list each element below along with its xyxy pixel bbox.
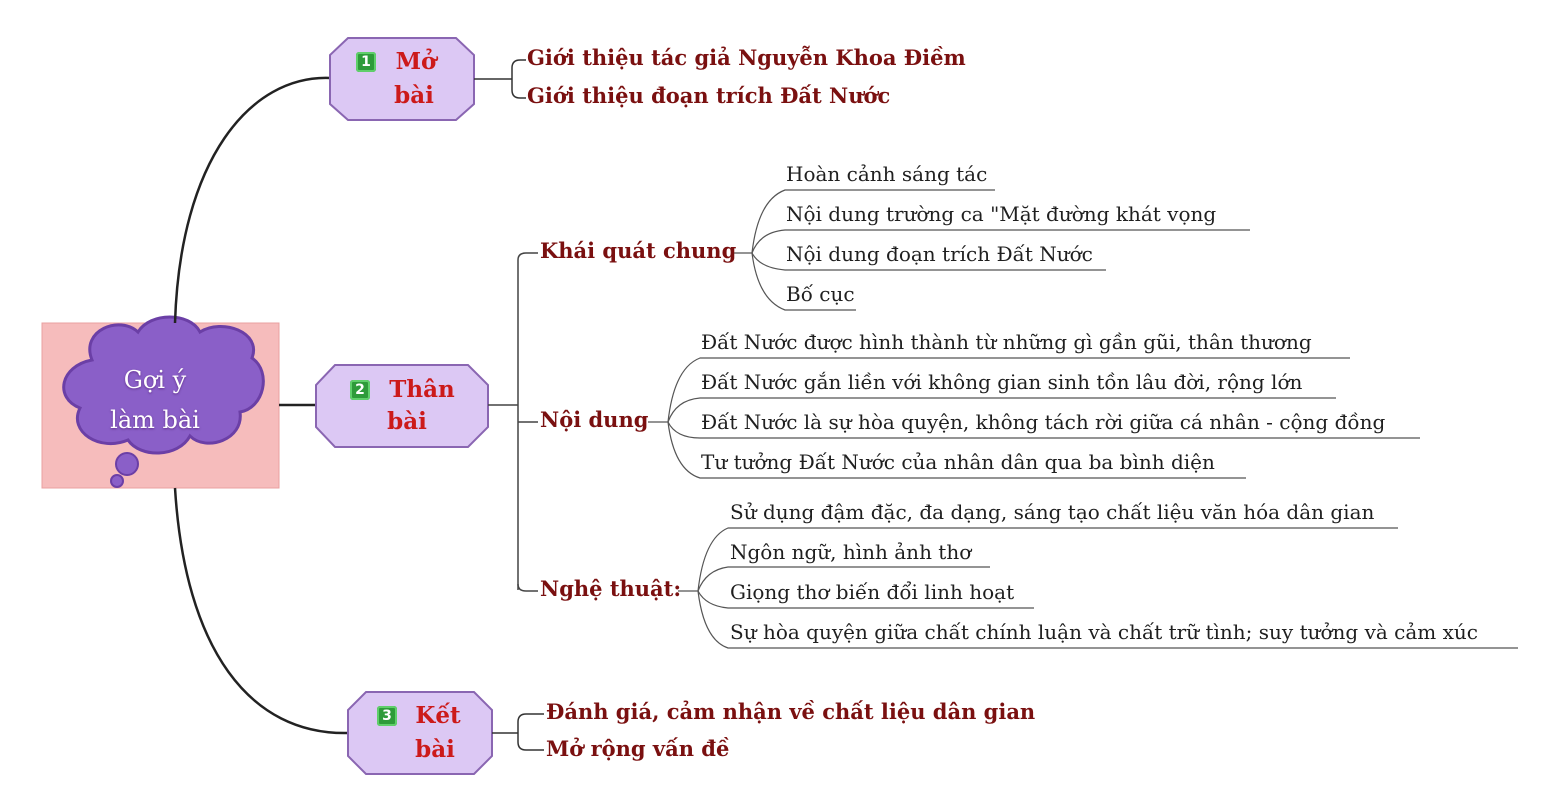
nghe-thuat-item-1: Sử dụng đậm đặc, đa dạng, sáng tạo chất … [730,500,1375,524]
noi-dung-item-3: Đất Nước là sự hòa quyện, không tách rời… [701,410,1386,434]
thought-cloud-icon [62,315,265,488]
noi-dung-item-2: Đất Nước gắn liền với không gian sinh tồ… [701,370,1303,394]
connector-root-ket-bai [173,487,349,735]
root-label-line1: Gợi ý [123,366,187,394]
ket-bai-title-line2: bài [415,736,455,763]
mo-bai-item-2: Giới thiệu đoạn trích Đất Nước [527,83,891,108]
khai-quat-item-4: Bố cục [786,282,855,306]
mo-bai-title-line2: bài [394,82,434,109]
khai-quat-item-1: Hoàn cảnh sáng tác [786,162,988,186]
noi-dung-label: Nội dung [540,407,649,432]
number-badge-2: 2 [350,380,370,400]
number-badge-1: 1 [356,52,376,72]
noi-dung-item-4: Tư tưởng Đất Nước của nhân dân qua ba bì… [701,450,1215,474]
connector-root-mo-bai [173,76,331,324]
nghe-thuat-item-3: Giọng thơ biến đổi linh hoạt [730,580,1015,604]
nghe-thuat-item-4: Sự hòa quyện giữa chất chính luận và chấ… [730,620,1478,644]
nghe-thuat-item-2: Ngôn ngữ, hình ảnh thơ [730,540,972,564]
mo-bai-item-1: Giới thiệu tác giả Nguyễn Khoa Điềm [527,45,966,70]
root-node-label: Gợi ý làm bài [95,360,215,440]
ket-bai-title-line1: Kết [415,702,461,729]
khai-quat-item-2: Nội dung trường ca "Mặt đường khát vọng [786,202,1217,226]
nghe-thuat-label: Nghệ thuật: [540,576,682,601]
mo-bai-title-line1: Mở [395,48,437,75]
ket-bai-item-2: Mở rộng vấn đề [546,736,730,761]
number-badge-3: 3 [377,706,397,726]
khai-quat-chung-label: Khái quát chung [540,238,737,263]
than-bai-title-line2: bài [387,408,427,435]
than-bai-title-line1: Thân [389,376,455,403]
root-label-line2: làm bài [110,406,200,434]
ket-bai-item-1: Đánh giá, cảm nhận về chất liệu dân gian [546,699,1036,724]
khai-quat-item-3: Nội dung đoạn trích Đất Nước [786,242,1093,266]
noi-dung-item-1: Đất Nước được hình thành từ những gì gần… [701,330,1312,354]
